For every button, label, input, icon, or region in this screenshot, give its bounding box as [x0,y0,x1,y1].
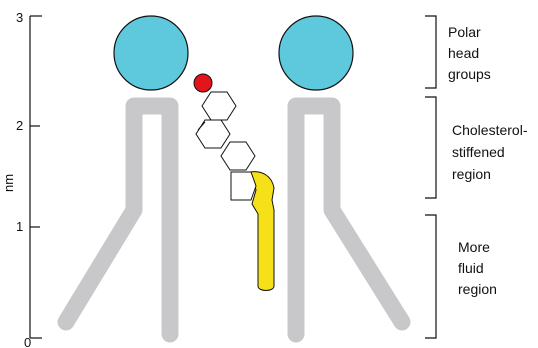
tick-label-2: 2 [16,118,23,133]
region-label-line: stiffened [452,144,505,160]
axis-unit-label: nm [1,174,16,192]
sterol-rings [195,91,257,201]
tick-label-0: 0 [24,335,31,348]
region-label-line: region [452,166,491,182]
region-brackets [425,15,437,339]
region-label-line: Cholesterol- [452,122,528,138]
region-label-cholesterol-stiffened: Cholesterol- stiffened region [452,122,528,182]
region-label-line: head [448,45,479,61]
sterol-ring-a [201,91,237,121]
region-label-more-fluid: More fluid region [458,239,497,297]
region-label-polar-head: Polar head groups [448,24,491,82]
region-label-line: Polar [448,24,481,40]
region-label-line: region [458,281,497,297]
tick-label-1: 1 [16,219,23,234]
cholesterol-tail-outline [249,171,275,291]
cholesterol-molecule [193,73,275,291]
bracket-cholesterol-stiffened [425,96,437,199]
sterol-double-bond [197,121,206,131]
left-head-group [113,15,189,91]
sterol-ring-c [220,141,256,171]
nm-axis [29,15,42,339]
bracket-polar-head [425,15,437,89]
region-label-line: groups [448,66,491,82]
sterol-ring-b [195,119,231,149]
tick-label-3: 3 [16,10,23,25]
right-phospholipid [278,15,411,343]
bracket-more-fluid [425,214,437,339]
left-phospholipid [57,15,189,343]
sterol-ring-d [230,171,257,201]
region-label-line: fluid [458,260,484,276]
hydroxyl-group [193,73,213,93]
left-lipid-tails [57,97,179,343]
right-head-group [278,15,354,91]
right-lipid-tails [287,97,411,343]
region-label-line: More [458,239,490,255]
